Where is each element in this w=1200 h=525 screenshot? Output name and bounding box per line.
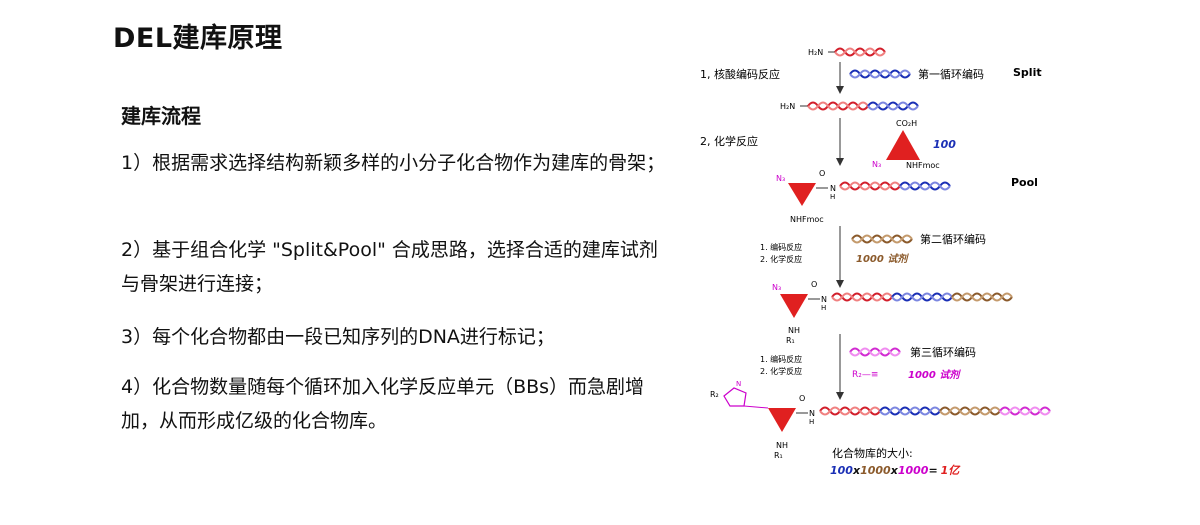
paragraph-1: 1）根据需求选择结构新颖多样的小分子化合物作为建库的骨架；	[121, 152, 666, 174]
reagents3-label: 1000 试剂	[908, 369, 961, 381]
cycle2-label: 第二循环编码	[920, 232, 986, 246]
carbonyl-o-row4: O	[811, 280, 817, 289]
split-label: Split	[1013, 66, 1042, 79]
n3-reagent-label: N₃	[872, 160, 881, 169]
reagent-count-100: 100	[933, 138, 956, 151]
amide-n-row4: N	[821, 295, 827, 304]
dna-helix-row4	[831, 292, 1013, 302]
r2-reagent-label: R₂—≡	[852, 370, 878, 380]
step1-label: 1, 核酸编码反应	[700, 67, 780, 81]
nhfmoc-scaffold-label: NHFmoc	[790, 215, 824, 224]
r1-label-row4: R₁	[786, 336, 795, 345]
size-term-a: 100	[830, 464, 853, 477]
page-title: DEL建库原理	[113, 23, 283, 54]
amide-h-row4: H	[821, 304, 826, 312]
reagent-triangle	[886, 130, 920, 160]
r2-final-label: R₂	[710, 390, 719, 399]
library-size-label: 化合物库的大小:	[832, 446, 913, 460]
triazole-link	[743, 405, 769, 409]
dna-helix-row3	[839, 181, 951, 191]
r1-label-row5: R₁	[774, 451, 783, 460]
size-times-1: x	[852, 464, 861, 477]
reagents2-label: 1000 试剂	[856, 253, 909, 265]
step2-label: 2, 化学反应	[700, 134, 758, 148]
dna-helix-red-top	[834, 47, 886, 57]
size-term-c: 1000	[898, 464, 929, 477]
carbonyl-o-label: O	[819, 169, 825, 178]
carbonyl-o-row5: O	[799, 394, 805, 403]
dna-helix-row5	[819, 406, 1051, 416]
section-subtitle: 建库流程	[121, 104, 201, 128]
sub-step1-label-b: 1. 编码反应	[760, 354, 802, 364]
h2n-label-top: H₂N	[808, 48, 823, 57]
amide-n-row5: N	[809, 409, 815, 418]
triazole-n-label: N	[736, 380, 741, 388]
size-term-b: 1000	[860, 464, 891, 477]
sub-step2-label-b: 2. 化学反应	[760, 366, 802, 376]
paragraph-2: 2）基于组合化学 "Split&Pool" 合成思路，选择合适的建库试剂与骨架进…	[121, 239, 658, 295]
dna-helix-magenta-cycle3	[849, 347, 901, 357]
scaffold-triangle-row4	[780, 294, 808, 318]
co2h-label: CO₂H	[896, 119, 917, 128]
nh-label-row4: NH	[788, 326, 800, 335]
scaffold-triangle-row5	[768, 408, 796, 432]
pool-label: Pool	[1011, 176, 1038, 189]
cycle1-label: 第一循环编码	[918, 67, 984, 81]
dna-helix-brown-cycle2	[851, 234, 913, 244]
size-result: 1亿	[941, 464, 962, 477]
triazole-ring	[723, 387, 747, 407]
dna-helix-blue-cycle1	[849, 69, 911, 79]
paragraph-4: 4）化合物数量随每个循环加入化学反应单元（BBs）而急剧增加，从而形成亿级的化合…	[121, 376, 645, 432]
sub-step2-label-a: 2. 化学反应	[760, 254, 802, 264]
sub-step1-label-a: 1. 编码反应	[760, 242, 802, 252]
amide-h-row5: H	[809, 418, 814, 426]
h2n-label-second: H₂N	[780, 102, 795, 111]
library-size-formula: 100x1000x1000=1亿	[830, 464, 961, 477]
amide-nh-label: N	[830, 184, 836, 193]
scaffold-triangle-row3	[788, 183, 816, 206]
paragraph-3: 3）每个化合物都由一段已知序列的DNA进行标记；	[121, 326, 555, 348]
nhfmoc-reagent-label: NHFmoc	[906, 161, 940, 170]
cycle3-label: 第三循环编码	[910, 345, 976, 359]
size-times-2: x	[890, 464, 899, 477]
n3-row4-label: N₃	[772, 283, 781, 292]
size-equals: =	[928, 464, 937, 477]
n3-scaffold-label: N₃	[776, 174, 785, 183]
nh-label-row5: NH	[776, 441, 788, 450]
amide-h-label: H	[830, 193, 835, 201]
del-library-diagram: H₂N 1, 核酸编码反应 第一循环编码 Split H₂N 2, 化学反应 C…	[700, 47, 1051, 477]
dna-helix-red-blue-row2	[807, 101, 919, 111]
